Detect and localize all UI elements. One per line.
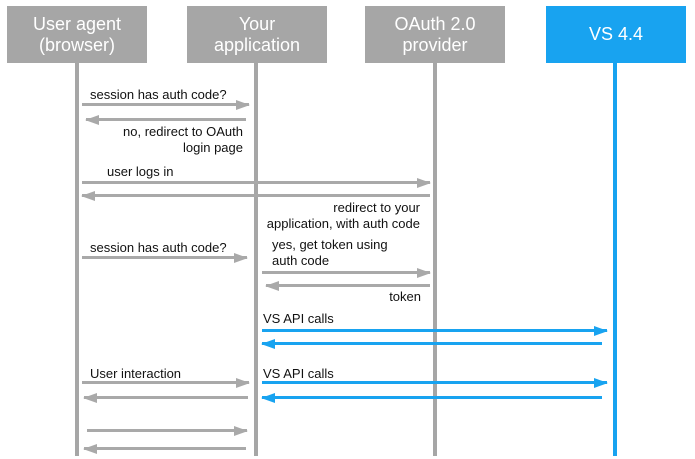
message-arrow-vs-api-return-2 — [261, 393, 602, 403]
message-arrow-unlabeled-response — [83, 444, 246, 454]
lifeline-user-agent — [75, 63, 79, 456]
message-label: session has auth code? — [90, 87, 227, 102]
actor-box-user-agent: User agent (browser) — [7, 6, 147, 63]
arrowhead-icon — [83, 444, 97, 454]
arrowhead-icon — [85, 115, 99, 125]
lifeline-vs — [613, 63, 617, 456]
actor-label-oauth-provider: OAuth 2.0 provider — [394, 13, 476, 55]
arrowhead-icon — [83, 393, 97, 403]
arrowhead-icon — [417, 268, 431, 278]
message-arrow-get-token — [262, 268, 431, 278]
message-label: user logs in — [107, 164, 174, 179]
arrow-shaft — [86, 118, 246, 121]
arrow-shaft — [82, 256, 247, 259]
arrow-shaft — [262, 381, 607, 384]
arrow-shaft — [82, 103, 249, 106]
arrow-shaft — [82, 194, 430, 197]
arrowhead-icon — [594, 378, 608, 388]
message-arrow-user-interaction — [82, 378, 250, 388]
arrow-shaft — [262, 396, 602, 399]
message-arrow-session-has-auth-code-1 — [82, 100, 250, 110]
message-arrow-vs-api-calls-2 — [262, 378, 608, 388]
message-label: token — [389, 289, 421, 304]
message-arrow-redirect-with-auth-code — [81, 191, 430, 201]
message-label: session has auth code? — [90, 240, 227, 255]
message-label: VS API calls — [263, 311, 334, 326]
message-arrow-vs-api-calls-1 — [262, 326, 608, 336]
actor-label-your-application: Your application — [213, 13, 301, 55]
actor-label-vs: VS 4.4 — [588, 24, 644, 44]
arrowhead-icon — [261, 393, 275, 403]
arrowhead-icon — [261, 339, 275, 349]
message-label: yes, get token using auth code — [272, 237, 388, 268]
arrow-shaft — [266, 284, 430, 287]
message-label: User interaction — [90, 366, 182, 381]
arrow-shaft — [82, 181, 430, 184]
message-label: VS API calls — [263, 366, 334, 381]
arrowhead-icon — [594, 326, 608, 336]
arrow-shaft — [84, 447, 246, 450]
arrow-shaft — [262, 329, 607, 332]
message-arrow-user-logs-in — [82, 178, 431, 188]
message-arrow-no-redirect — [85, 115, 246, 125]
lifeline-oauth-provider — [433, 63, 437, 456]
actor-box-oauth-provider: OAuth 2.0 provider — [365, 6, 505, 63]
arrowhead-icon — [234, 253, 248, 263]
arrowhead-icon — [81, 191, 95, 201]
arrow-shaft — [262, 342, 602, 345]
lifeline-your-application — [254, 63, 258, 456]
actor-box-your-application: Your application — [187, 6, 327, 63]
arrow-shaft — [262, 271, 430, 274]
message-arrow-unlabeled-request — [87, 426, 248, 436]
actor-label-user-agent: User agent (browser) — [32, 13, 122, 55]
message-arrow-token — [265, 281, 430, 291]
message-arrow-session-has-auth-code-2 — [82, 253, 248, 263]
arrowhead-icon — [417, 178, 431, 188]
arrowhead-icon — [234, 426, 248, 436]
arrowhead-icon — [265, 281, 279, 291]
message-label: no, redirect to OAuth login page — [123, 124, 243, 155]
message-label: redirect to your application, with auth … — [266, 200, 420, 231]
arrow-shaft — [87, 429, 247, 432]
arrow-shaft — [84, 396, 248, 399]
message-arrow-vs-api-return-1 — [261, 339, 602, 349]
message-arrow-return-to-user-1 — [83, 393, 248, 403]
actor-box-vs: VS 4.4 — [546, 6, 686, 63]
arrow-shaft — [82, 381, 249, 384]
arrowhead-icon — [236, 100, 250, 110]
arrowhead-icon — [236, 378, 250, 388]
